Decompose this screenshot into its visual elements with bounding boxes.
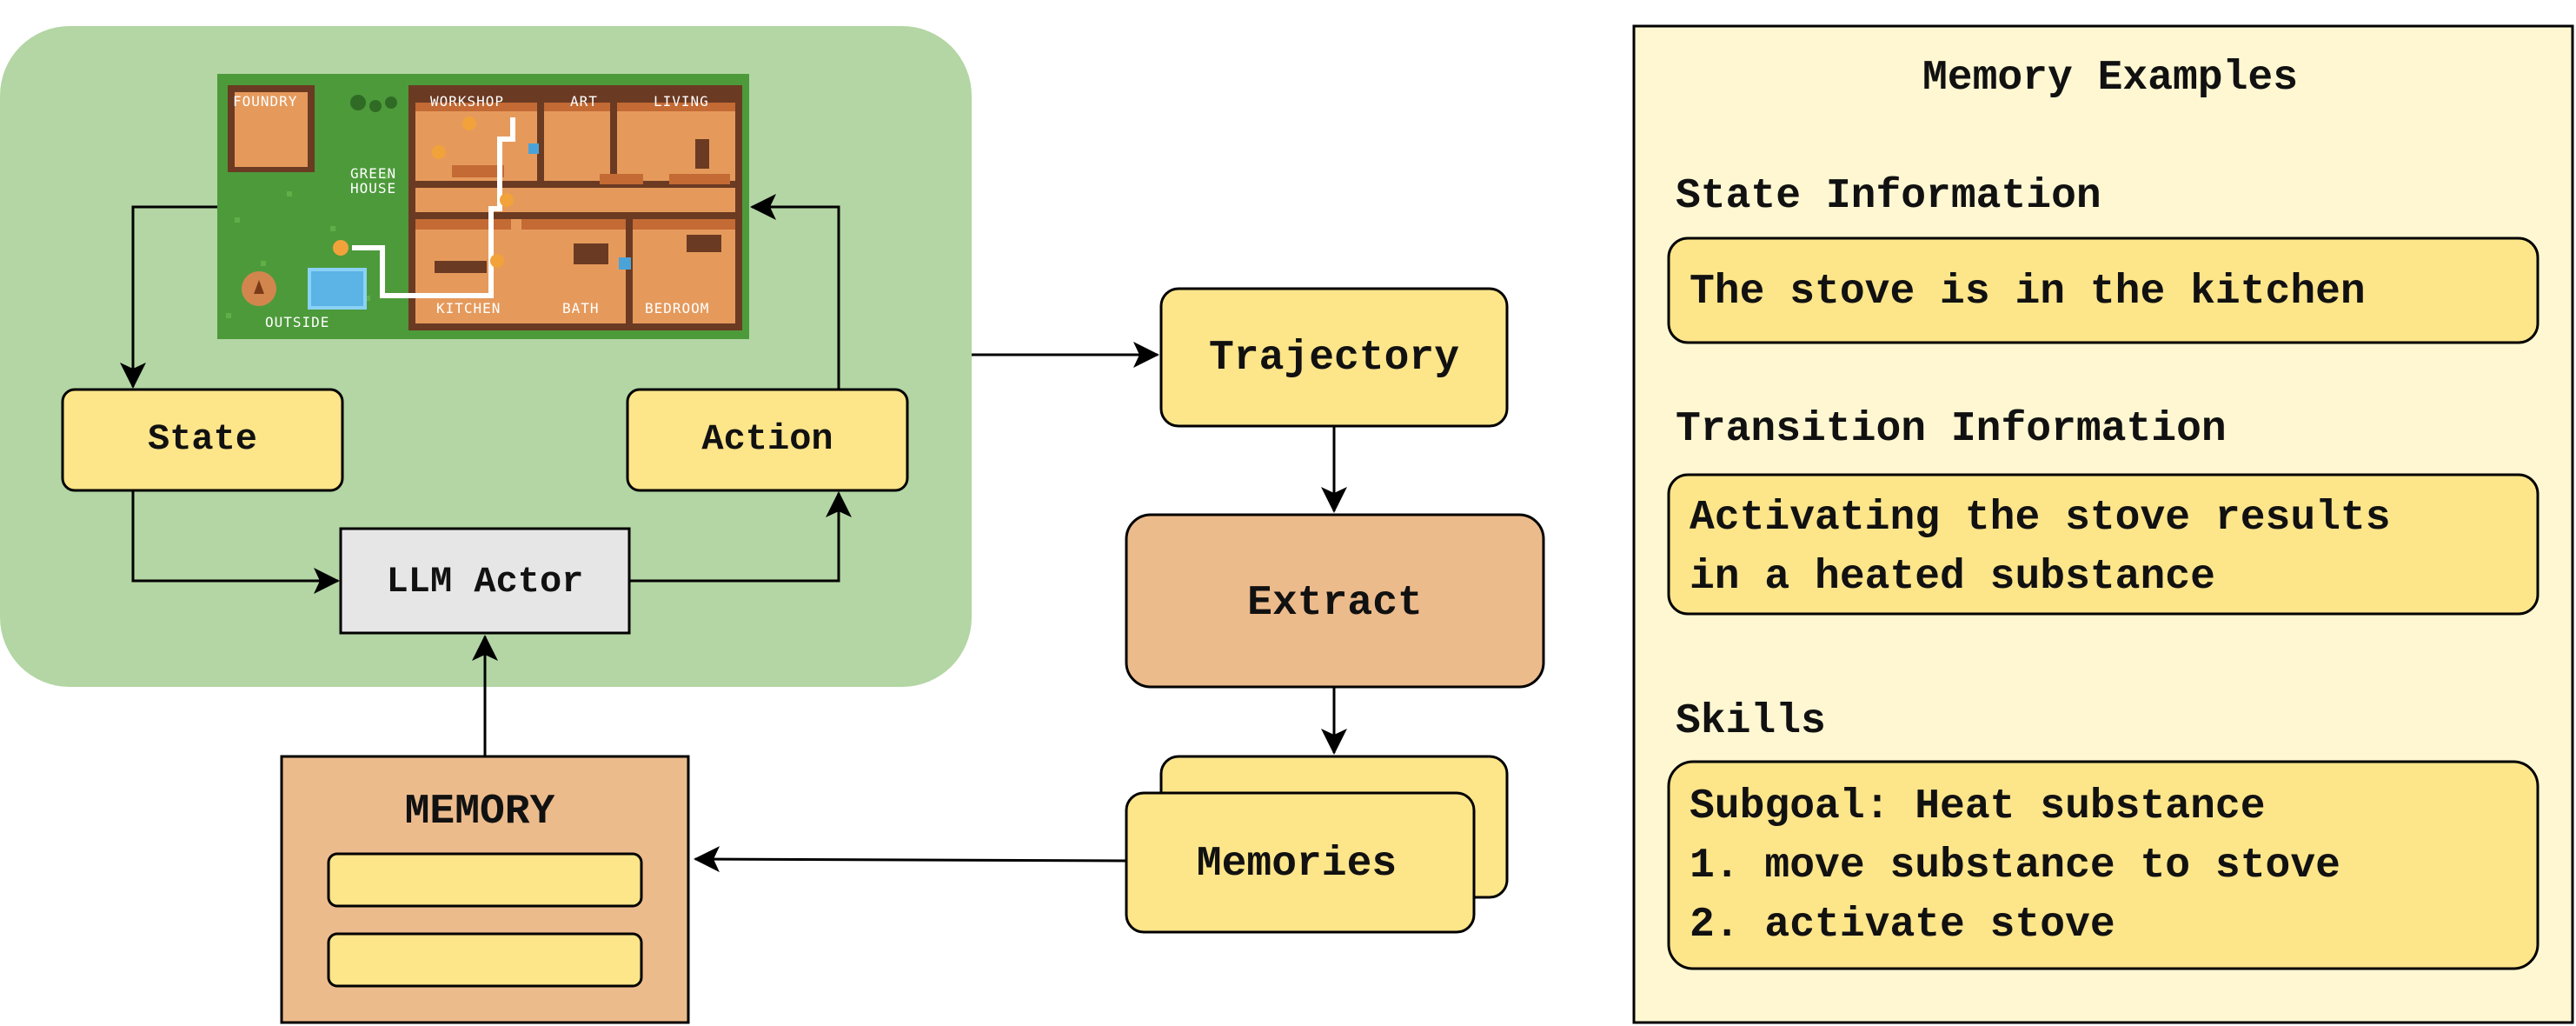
transition-information-line-1: Activating the stove results [1690,495,2391,542]
memory-examples-title: Memory Examples [1922,55,2298,102]
state-information-heading: State Information [1676,173,2101,220]
skills-line-2: 1. move substance to stove [1690,843,2340,889]
memory-store-title: MEMORY [405,789,555,836]
arrow-action-to-map [750,194,840,390]
map-label-outside: OUTSIDE [265,314,329,330]
action-box [626,388,909,492]
llm-actor-box [339,527,631,635]
map-label-foundry: FOUNDRY [233,93,297,110]
transition-information-box [1667,473,2539,616]
map-label-workshop: WORKSHOP [430,93,504,110]
arrow-map-to-state [120,205,217,389]
arrow-actor-to-action [629,491,852,583]
memories-label: Memories [1197,841,1397,888]
skills-line-3: 2. activate stove [1690,902,2115,949]
map-label-bath: BATH [562,300,600,316]
memory-slot-1 [327,852,643,908]
memory-slot-2 [327,932,643,988]
skills-heading: Skills [1676,698,1826,745]
trajectory-label: Trajectory [1209,335,1459,382]
map-label-greenhouse-2: HOUSE [350,180,396,197]
extract-label: Extract [1247,580,1423,627]
state-box [61,388,344,492]
llm-actor-label: LLM Actor [387,561,584,603]
state-label: State [148,418,257,460]
map-label-greenhouse-1: GREEN [350,165,396,182]
map-label-kitchen: KITCHEN [436,300,501,316]
map-label-bedroom: BEDROOM [645,300,709,316]
arrow-state-to-actor [131,490,340,594]
state-information-box [1667,237,2539,344]
action-label: Action [701,418,833,460]
map-label-art: ART [570,93,598,110]
arrow-memories-to-memory-store [694,846,1127,873]
transition-information-heading: Transition Information [1676,406,2227,453]
memories-box-front [1125,791,1476,934]
skills-line-1: Subgoal: Heat substance [1690,783,2266,830]
transition-information-line-2: in a heated substance [1690,554,2215,601]
state-information-text: The stove is in the kitchen [1690,269,2366,316]
game-map: FOUNDRY WORKSHOP ART LIVING GREEN HOUSE … [217,74,749,339]
skills-box [1667,760,2539,970]
map-label-living: LIVING [654,93,709,110]
